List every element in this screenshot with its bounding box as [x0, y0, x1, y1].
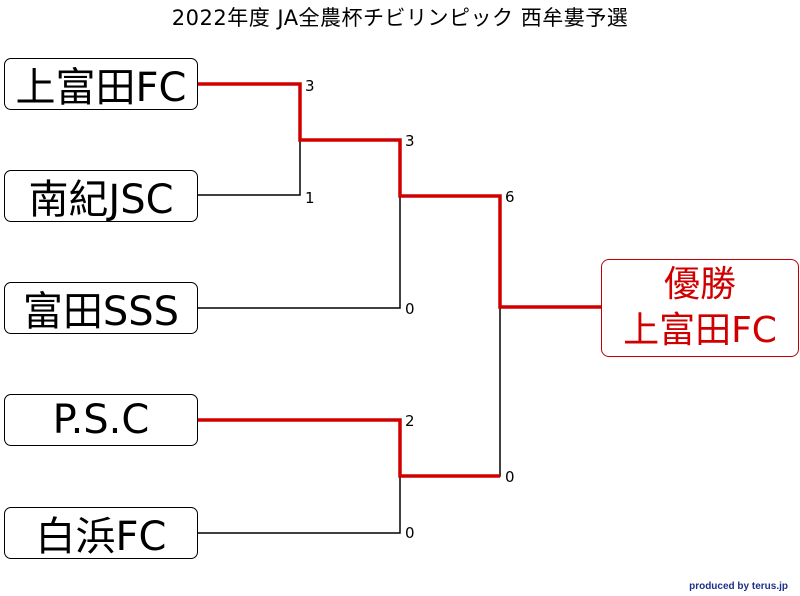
score-final-top: 6: [505, 188, 515, 206]
winner-team: 上富田FC: [623, 310, 777, 351]
winner-label: 優勝: [663, 264, 736, 305]
line-team3: [198, 196, 401, 309]
score-r1-top: 3: [305, 77, 315, 95]
score-r2-top: 3: [405, 132, 415, 150]
team-box-1: 上富田FC: [4, 58, 198, 111]
team-box-3: 富田SSS: [4, 282, 198, 335]
score-r2-bottom: 0: [405, 300, 415, 318]
score-r1-bottom: 1: [305, 189, 315, 207]
team-box-2: 南紀JSC: [4, 170, 198, 223]
win-line-team1: [198, 82, 601, 309]
credit-text: produced by terus.jp: [689, 581, 788, 592]
score-r1b-bottom: 0: [405, 524, 415, 542]
score-r1b-top: 2: [405, 412, 415, 430]
line-team5: [198, 476, 401, 534]
winner-box: 優勝 上富田FC: [601, 259, 799, 357]
win-line-team4: [198, 418, 500, 478]
bracket-title: 2022年度 JA全農杯チビリンピック 西牟婁予選: [171, 6, 629, 30]
line-final-bottom: [400, 308, 501, 477]
team-box-5: 白浜FC: [4, 507, 198, 560]
line-team2: [198, 141, 301, 196]
score-final-bottom: 0: [505, 468, 515, 486]
team-box-4: P.S.C: [4, 394, 198, 446]
